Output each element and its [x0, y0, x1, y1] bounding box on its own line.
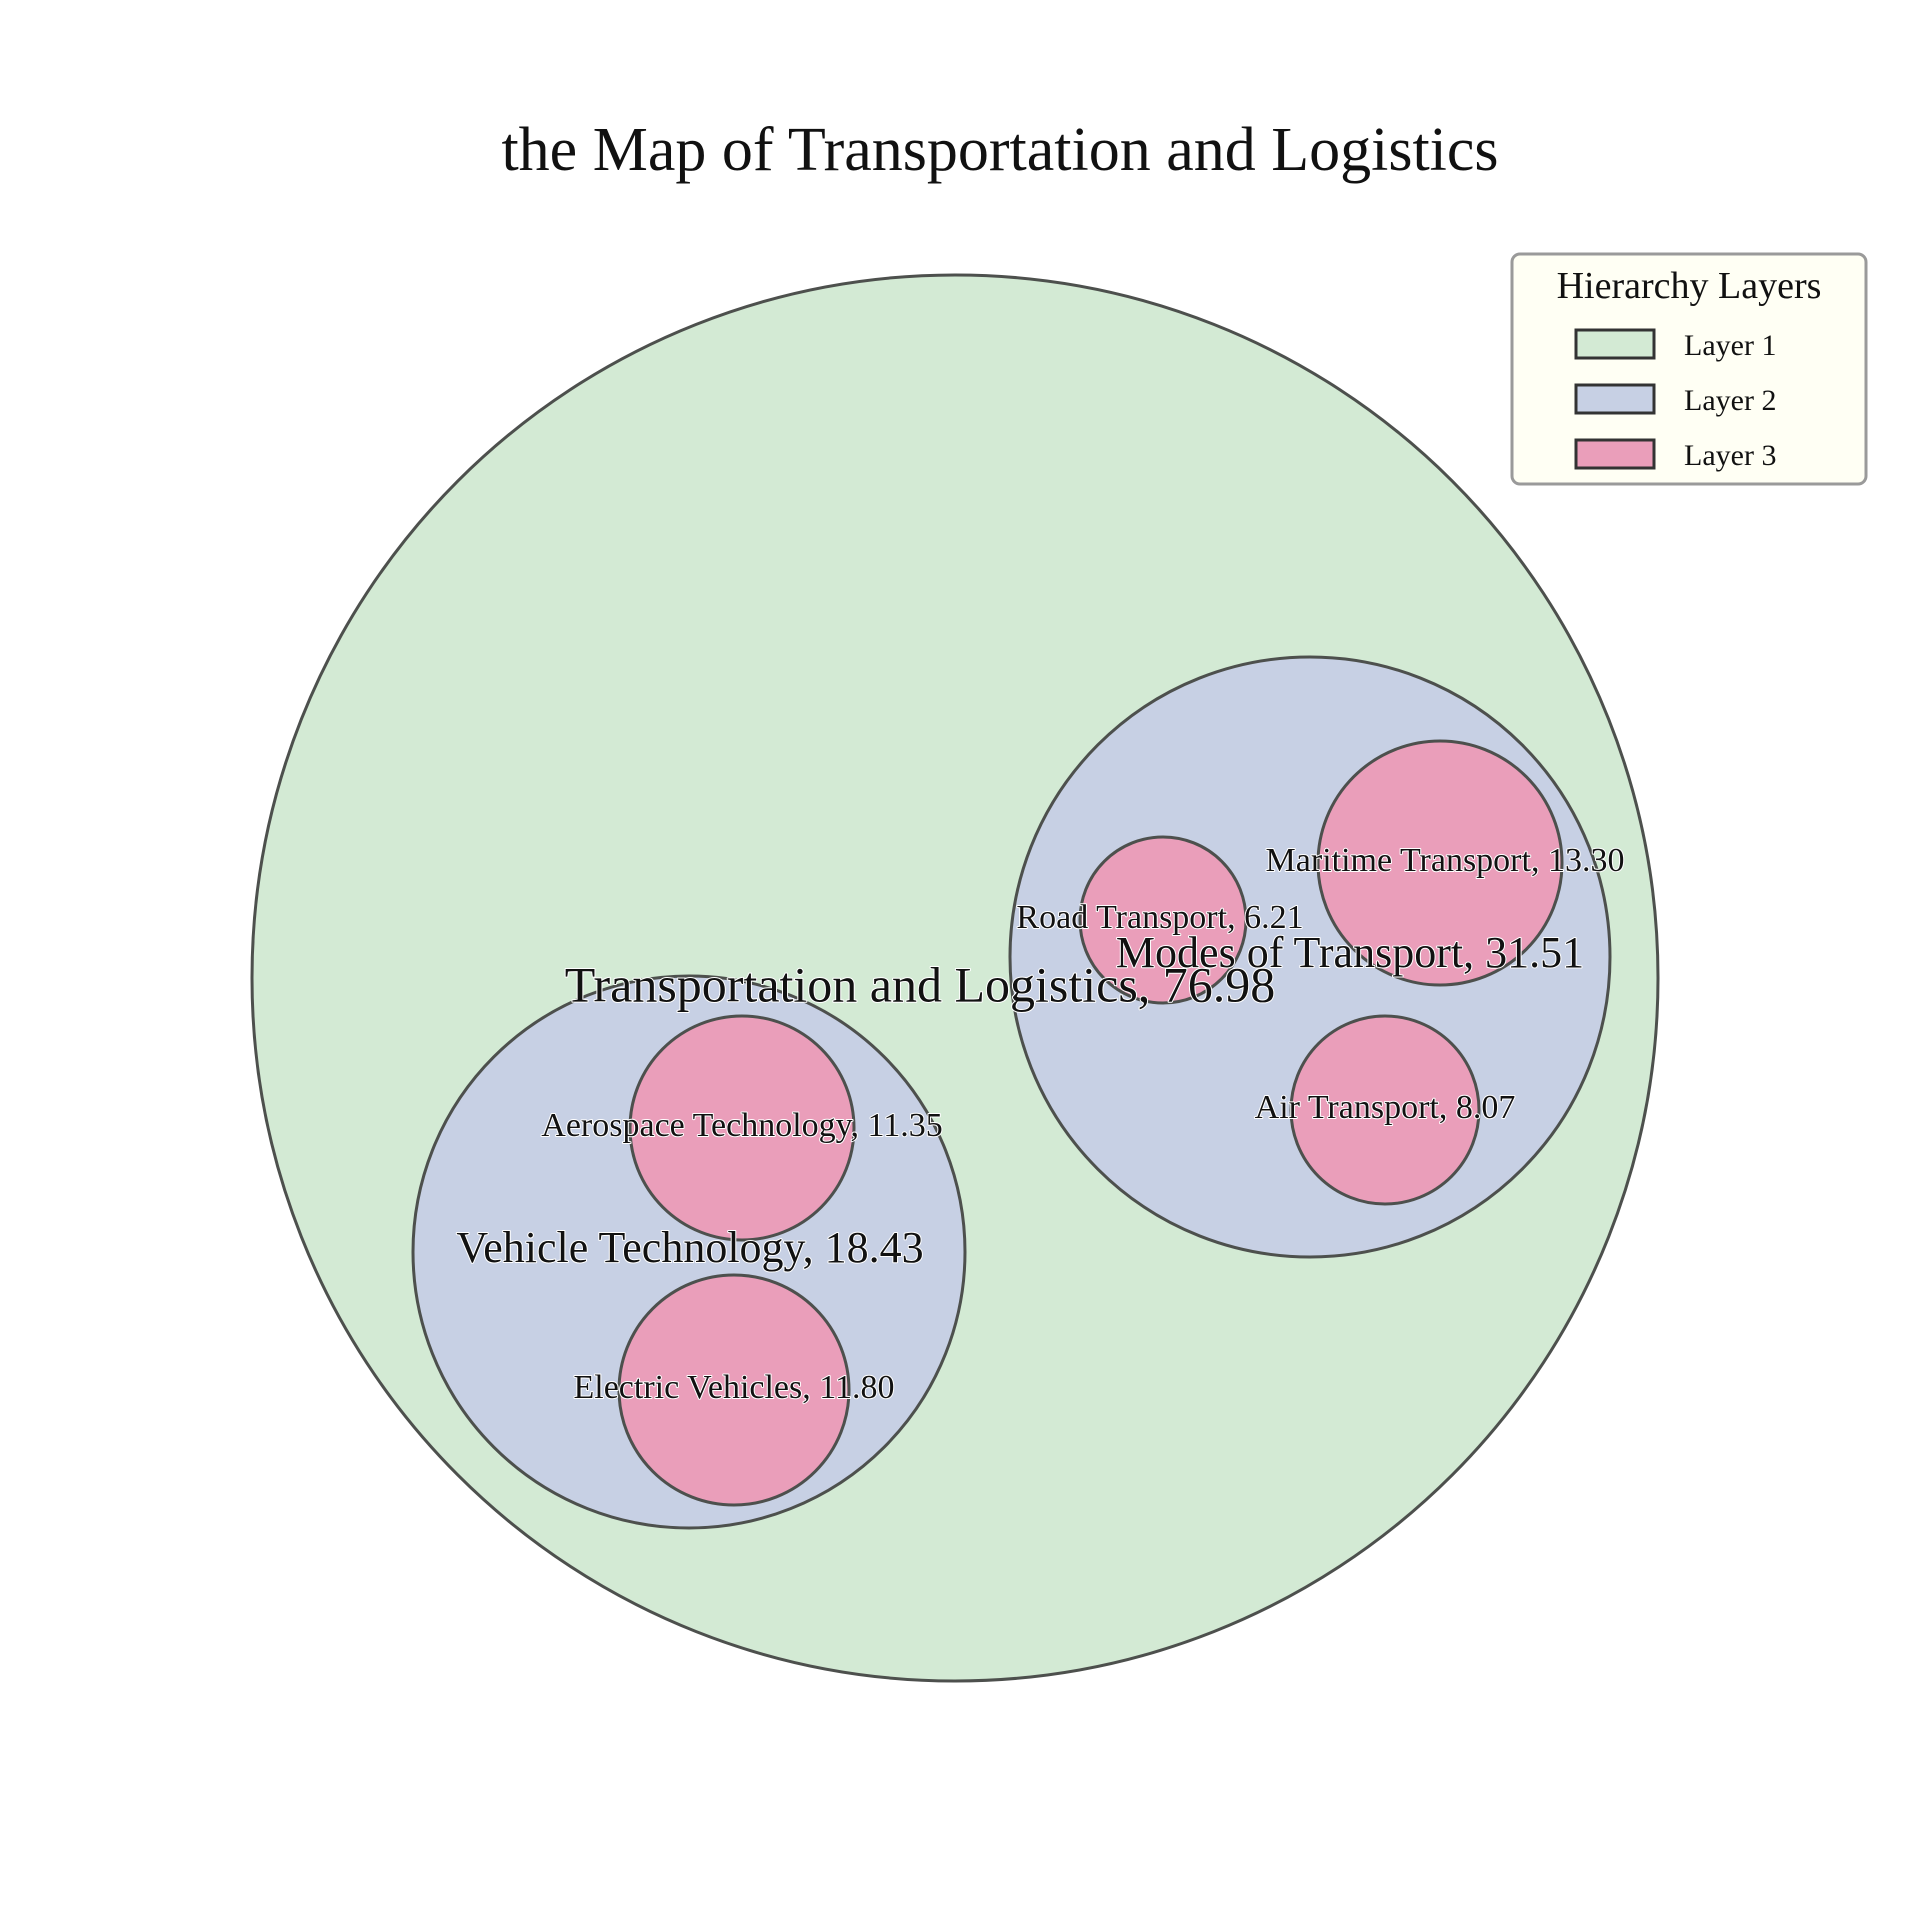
- label-ev: Electric Vehicles, 11.80: [573, 1369, 894, 1406]
- legend-swatch-layer-3: [1574, 438, 1656, 470]
- legend-title: Hierarchy Layers: [1557, 265, 1822, 307]
- circle-air: [1289, 1014, 1481, 1206]
- label-vehicle: Vehicle Technology, 18.43: [456, 1223, 923, 1272]
- label-modes: Modes of Transport, 31.51: [1116, 928, 1584, 977]
- legend-swatch-layer-1: [1574, 328, 1656, 360]
- chart-title: the Map of Transportation and Logistics: [501, 116, 1498, 184]
- label-aero: Aerospace Technology, 11.35: [541, 1107, 942, 1144]
- label-air: Air Transport, 8.07: [1255, 1089, 1516, 1126]
- label-root: Transportation and Logistics, 76.98: [565, 956, 1276, 1012]
- legend-label-layer-3: Layer 3: [1684, 439, 1776, 472]
- label-maritime: Maritime Transport, 13.30: [1266, 842, 1625, 879]
- circle-ev: [617, 1273, 851, 1507]
- legend-label-layer-1: Layer 1: [1684, 329, 1776, 362]
- legend-swatch-layer-2: [1574, 383, 1656, 415]
- legend: Hierarchy Layers Layer 1 Layer 2 Layer 3: [1510, 252, 1868, 486]
- legend-label-layer-2: Layer 2: [1684, 384, 1776, 417]
- circle-road: [1078, 835, 1248, 1005]
- legend-box: [1510, 252, 1868, 486]
- legend-items: Layer 1 Layer 2 Layer 3: [1574, 328, 1776, 472]
- circle-maritime: [1316, 739, 1564, 987]
- label-road: Road Transport, 6.21: [1016, 899, 1303, 936]
- circle-aero: [628, 1014, 856, 1242]
- circles-layer: [250, 273, 1660, 1683]
